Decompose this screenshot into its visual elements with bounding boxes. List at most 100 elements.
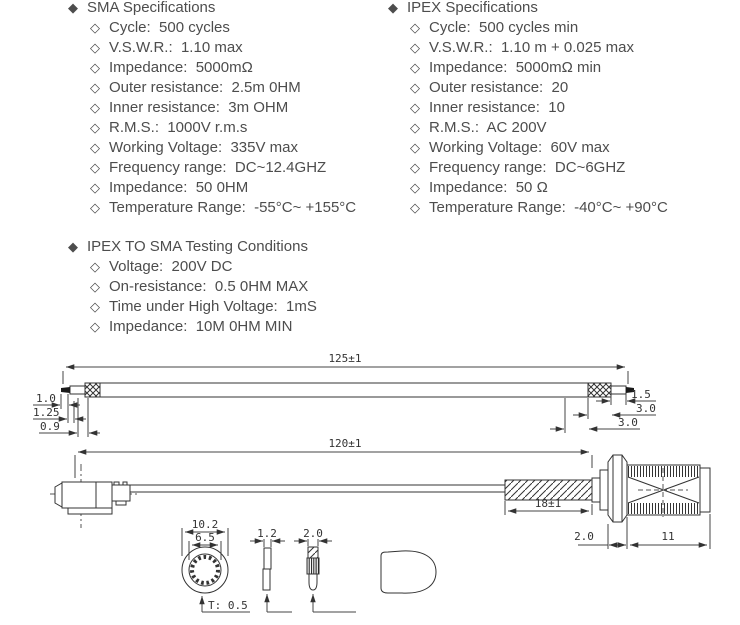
dim-washer-outer: 10.2 [192,518,219,531]
pin-small-part: 1.2 [250,527,292,613]
spec-item: ◇Inner resistance: 10 [410,99,565,116]
assembly-cable [130,484,505,493]
left-end-dimensions: 1.0 1.25 0.9 [33,392,100,437]
braid-left [84,382,101,398]
cable-jacket [99,382,589,398]
washer-part: 10.2 6.5 T: 0.5 [181,518,250,613]
diamond-outline-icon: ◇ [90,319,100,334]
spec-item: ◇Impedance: 50 0HM [90,179,249,196]
dim-heat-shrink: 18±1 [535,497,562,510]
diamond-outline-icon: ◇ [90,299,100,314]
ipex-body [61,481,113,509]
diamond-outline-icon: ◇ [90,80,100,95]
dim-pin-small: 1.2 [257,527,277,540]
dimension-hex-and-thread: 2.0 11 [574,514,711,549]
ipex-connector [50,464,140,528]
diamond-outline-icon: ◇ [410,100,420,115]
section-header: ◆ SMA Specifications [68,0,356,18]
spec-item: ◇Outer resistance: 20 [410,79,569,96]
pin-threaded-body [306,557,320,575]
section-title: IPEX Specifications [407,0,538,16]
dim-left-3: 0.9 [40,420,60,433]
diamond-filled-icon: ◆ [68,239,78,254]
sma-specifications-section: ◆ SMA Specifications ◇Cycle: 500 cycles … [68,0,356,218]
diamond-outline-icon: ◇ [90,140,100,155]
section-title: SMA Specifications [87,0,216,16]
diamond-outline-icon: ◇ [90,200,100,215]
spec-item: ◇Frequency range: DC~12.4GHZ [90,159,327,176]
dim-left-1: 1.0 [36,392,56,405]
diamond-outline-icon: ◇ [90,259,100,274]
sma-collar-step2 [599,469,609,511]
assembly-drawing: 120±1 [50,437,711,549]
pin-rounded-tip [308,573,318,591]
dim-pin-large: 2.0 [303,527,323,540]
dim-hex-width: 2.0 [574,530,594,543]
spec-item: ◇Impedance: 5000mΩ min [410,59,602,76]
dim-washer-inner: 6.5 [195,531,215,544]
diamond-outline-icon: ◇ [90,100,100,115]
diamond-outline-icon: ◇ [90,160,100,175]
testing-conditions-section: ◆ IPEX TO SMA Testing Conditions ◇Voltag… [68,237,317,337]
ipex-nose [54,482,63,508]
spec-item: ◇Cycle: 500 cycles min [410,19,579,36]
ipex-neck [111,484,131,502]
dim-thread-length: 11 [661,530,674,543]
section-header: ◆ IPEX TO SMA Testing Conditions [68,237,317,257]
spec-item: ◇V.S.W.R.: 1.10 max [90,39,243,56]
washer-serration [190,555,220,585]
spec-item: ◇Outer resistance: 2.5m 0HM [90,79,301,96]
spec-item: ◇Temperature Range: -40°C~ +90°C [410,199,668,216]
dim-right-2: 3.0 [636,402,656,415]
diamond-outline-icon: ◇ [410,40,420,55]
diamond-outline-icon: ◇ [410,180,420,195]
section-header: ◆ IPEX Specifications [388,0,668,18]
stripped-left [69,385,86,395]
cable-drawing: 125±1 1.0 1.25 0.9 1.5 3.0 [33,352,656,437]
sma-collar-step1 [591,477,601,503]
dimension-overall-length: 125±1 [62,352,629,384]
right-end-dimensions: 1.5 3.0 3.0 [550,388,656,433]
dim-cable-length: 125±1 [328,352,361,365]
ipex-specifications-section: ◆ IPEX Specifications ◇Cycle: 500 cycles… [388,0,668,218]
conductor-tip-right [626,387,634,393]
spec-item: ◇Cycle: 500 cycles [90,19,230,36]
sma-hex-nut [607,454,628,523]
stripped-right [610,385,627,395]
diamond-outline-icon: ◇ [410,120,420,135]
diamond-outline-icon: ◇ [90,120,100,135]
section-title: IPEX TO SMA Testing Conditions [87,238,308,255]
parts-drawing: 10.2 6.5 T: 0.5 1.2 2.0 [181,518,437,613]
diamond-filled-icon: ◆ [68,0,78,15]
diamond-outline-icon: ◇ [410,160,420,175]
dimension-assembly-length: 120±1 [74,437,593,478]
washer-inner-circle [188,553,222,587]
diamond-outline-icon: ◇ [410,80,420,95]
dim-washer-thickness: T: 0.5 [208,599,248,612]
braid-right [587,382,612,398]
spec-item: ◇Temperature Range: -55°C~ +155°C [90,199,357,216]
spec-item: ◇Voltage: 200V DC [90,258,233,275]
diamond-filled-icon: ◆ [388,0,398,15]
conductor-tip-left [61,387,70,393]
dim-right-3: 3.0 [618,416,638,429]
diamond-outline-icon: ◇ [90,180,100,195]
spec-item: ◇Frequency range: DC~6GHZ [410,159,626,176]
spec-item: ◇V.S.W.R.: 1.10 m + 0.025 max [410,39,634,56]
diamond-outline-icon: ◇ [90,279,100,294]
spec-item: ◇On-resistance: 0.5 0HM MAX [90,278,309,295]
diamond-outline-icon: ◇ [410,200,420,215]
dim-right-1: 1.5 [631,388,651,401]
spec-item: ◇Impedance: 50 Ω [410,179,548,196]
diamond-outline-icon: ◇ [410,20,420,35]
spec-item: ◇Working Voltage: 335V max [90,139,298,156]
spec-item: ◇R.M.S.: AC 200V [410,119,547,136]
pin-large-part: 2.0 [294,527,356,613]
dim-left-2: 1.25 [33,406,60,419]
diamond-outline-icon: ◇ [90,60,100,75]
spec-item: ◇Time under High Voltage: 1mS [90,298,317,315]
spec-item: ◇Inner resistance: 3m OHM [90,99,289,116]
spec-item: ◇Impedance: 5000mΩ [90,59,253,76]
diamond-outline-icon: ◇ [90,20,100,35]
